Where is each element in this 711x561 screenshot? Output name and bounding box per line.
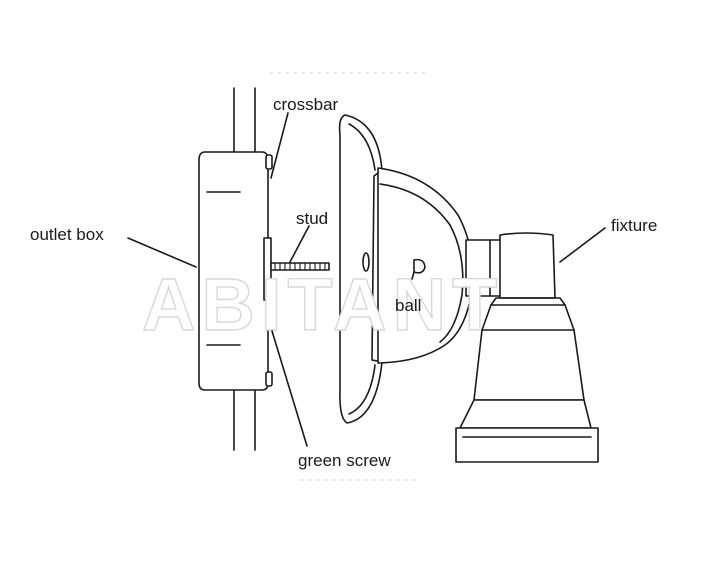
canopy-rim-inner-bottom <box>348 364 376 415</box>
fixture-cup <box>499 232 556 299</box>
watermark-text: ABITANT <box>142 263 503 346</box>
stud-threads <box>274 263 326 270</box>
canopy-hole <box>362 252 370 272</box>
label-ball: ball <box>395 296 421 315</box>
leader-green-screw <box>271 330 308 447</box>
label-crossbar: crossbar <box>273 95 339 114</box>
ball-knob-stem <box>411 271 415 280</box>
canopy-dome-edge <box>439 224 464 343</box>
leader-crossbar <box>270 112 289 179</box>
crossbar-screw-bottom <box>265 371 273 387</box>
canopy-dome-shade <box>379 183 451 226</box>
label-stud: stud <box>296 209 328 228</box>
leader-stud <box>289 225 310 263</box>
fixture-shoulder <box>481 304 575 331</box>
label-outlet-box: outlet box <box>30 225 104 244</box>
fixture-skirt <box>459 399 592 429</box>
canopy-rim-inner-top <box>348 123 376 171</box>
fixture-base <box>455 427 599 463</box>
fixture-neck <box>465 239 505 297</box>
crossbar-screw-top <box>265 154 273 170</box>
wall <box>233 87 256 451</box>
ball-knob <box>413 258 426 274</box>
fixture <box>455 232 599 463</box>
canopy-rim <box>338 114 383 424</box>
label-green-screw: green screw <box>298 451 391 470</box>
leaders <box>127 112 606 447</box>
leader-outlet-box <box>127 237 197 268</box>
stud <box>270 262 330 271</box>
canopy <box>338 114 474 424</box>
leader-fixture <box>559 227 606 263</box>
label-fixture: fixture <box>611 216 657 235</box>
